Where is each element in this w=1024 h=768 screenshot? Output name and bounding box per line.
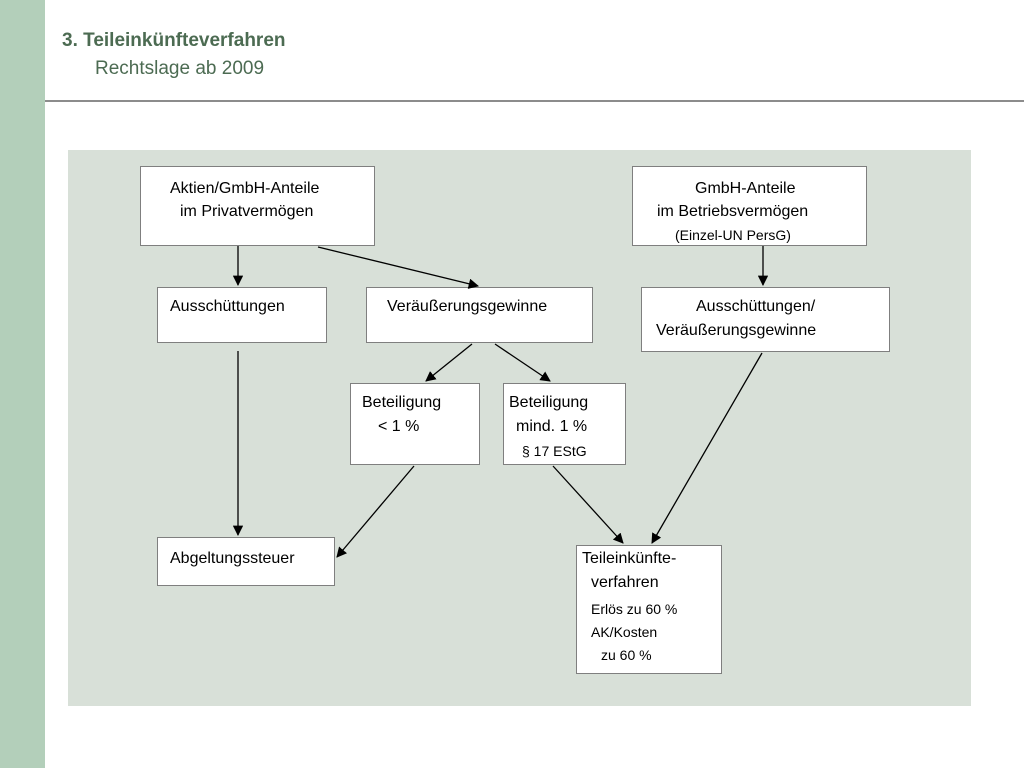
box-gmbh-line3: (Einzel-UN PersG): [675, 227, 791, 243]
header-divider: [45, 100, 1024, 102]
box-aktien-line1: Aktien/GmbH-Anteile: [170, 180, 320, 197]
side-strip: [0, 0, 45, 768]
box-beteiligung-unter-1: Beteiligung < 1 %: [350, 383, 480, 465]
arrow-beteiligung-mind-to-teileinkuenfte: [552, 465, 624, 544]
box-ausschuettungen-line1: Ausschüttungen: [170, 298, 285, 315]
box-ausschuettungen-veraeusserungsgewinne: Ausschüttungen/ Veräußerungsgewinne: [641, 287, 890, 352]
box-te-line3: Erlös zu 60 %: [591, 601, 678, 617]
arrow-aktien-to-veraeusserungsgewinne: [317, 246, 480, 289]
box-av-line1: Ausschüttungen/: [696, 298, 816, 315]
box-bm-line2: mind. 1 %: [516, 418, 588, 435]
slide-title: 3. Teileinkünfteverfahren: [62, 30, 286, 51]
box-aktien-privatvermoegen: Aktien/GmbH-Anteile im Privatvermögen: [140, 166, 375, 246]
box-veraeusserungsgewinne-line1: Veräußerungsgewinne: [387, 298, 548, 315]
box-gmbh-line2: im Betriebsvermögen: [657, 203, 809, 220]
box-abgeltungssteuer: Abgeltungssteuer: [157, 537, 335, 586]
box-ausschuettungen: Ausschüttungen: [157, 287, 327, 343]
box-av-line2: Veräußerungsgewinne: [656, 322, 817, 339]
arrow-veraeusserung-to-beteiligung-mind: [494, 343, 551, 382]
box-te-line1: Teileinkünfte-: [582, 550, 677, 567]
box-abgeltungssteuer-line1: Abgeltungssteuer: [170, 550, 295, 567]
arrow-veraeusserung-to-beteiligung-unter: [425, 343, 473, 382]
slide-subtitle: Rechtslage ab 2009: [95, 58, 265, 79]
box-bu-line2: < 1 %: [378, 418, 420, 435]
arrow-av-to-teileinkuenfte: [651, 352, 763, 544]
box-bm-line3: § 17 EStG: [522, 443, 587, 459]
box-te-line5: zu 60 %: [601, 647, 652, 663]
box-bm-line1: Beteiligung: [509, 394, 589, 411]
box-te-line2: verfahren: [591, 574, 659, 591]
box-te-line4: AK/Kosten: [591, 624, 658, 640]
box-gmbh-line1: GmbH-Anteile: [695, 180, 796, 197]
box-beteiligung-mind-1: Beteiligung mind. 1 % § 17 EStG: [503, 383, 626, 465]
box-veraeusserungsgewinne: Veräußerungsgewinne: [366, 287, 593, 343]
box-bu-line1: Beteiligung: [362, 394, 442, 411]
box-aktien-line2: im Privatvermögen: [180, 203, 314, 220]
box-teileinkuenfteverfahren: Teileinkünfte- verfahren Erlös zu 60 % A…: [576, 545, 722, 674]
box-gmbh-betriebsvermoegen: GmbH-Anteile im Betriebsvermögen (Einzel…: [632, 166, 867, 246]
arrow-beteiligung-unter-to-abgeltungssteuer: [336, 465, 415, 558]
